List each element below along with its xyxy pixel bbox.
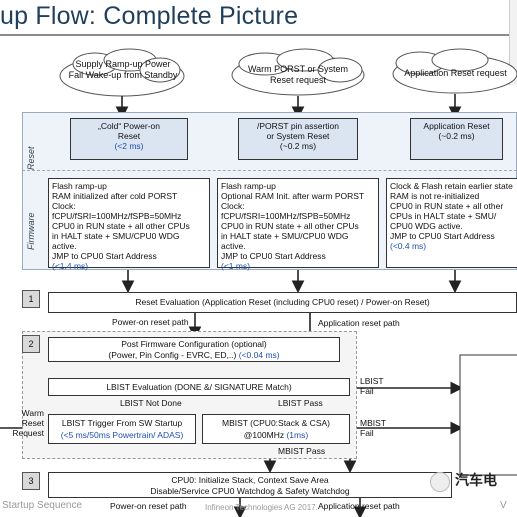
zone-divider bbox=[22, 170, 517, 171]
reset-box-cold: „Cold“ Power-on Reset (<2 ms) bbox=[70, 118, 188, 160]
lbist-trigger-time: (<5 ms/50ms Powertrain/ ADAS) bbox=[60, 430, 184, 440]
page-title: up Flow: Complete Picture bbox=[0, 2, 299, 30]
label-mbist-fail: MBIST Fail bbox=[360, 418, 386, 438]
firmware-box-cold-text: Flash ramp-up RAM initialized after cold… bbox=[52, 181, 190, 261]
footer-mid: Infineon Technologies AG 2017. bbox=[205, 503, 318, 512]
firmware-box-cold-time: (<1.4 ms) bbox=[52, 261, 89, 271]
reset-box-porst-time: (~0.2 ms) bbox=[279, 141, 317, 151]
firmware-box-application-time: (<0.4 ms) bbox=[390, 241, 427, 251]
firmware-box-application-text: Clock & Flash retain earlier state RAM i… bbox=[390, 181, 513, 241]
step-badge-1: 1 bbox=[22, 290, 40, 308]
reset-box-porst: /PORST pin assertion or System Reset (~0… bbox=[238, 118, 358, 160]
source-application-reset: Application Reset request bbox=[404, 68, 507, 78]
scroll-edge bbox=[509, 0, 517, 85]
reset-box-porst-title: /PORST pin assertion or System Reset bbox=[256, 121, 340, 141]
firmware-box-warm-text: Flash ramp-up Optional RAM Init. after w… bbox=[221, 181, 365, 261]
post-firmware-config-text: Post Firmware Configuration (optional) bbox=[121, 339, 267, 349]
zone-label-firmware: Firmware bbox=[26, 212, 36, 251]
post-firmware-config-sub: (Power, Pin Config - EVRC, ED,..) bbox=[108, 350, 237, 360]
zone-label-reset: Reset bbox=[26, 146, 36, 170]
lbist-evaluation-box: LBIST Evaluation (DONE &/ SIGNATURE Matc… bbox=[48, 378, 350, 396]
step-badge-2: 2 bbox=[22, 335, 40, 353]
wechat-icon bbox=[430, 472, 450, 492]
lbist-trigger-text: LBIST Trigger From SW Startup bbox=[61, 418, 183, 428]
post-firmware-config-box: Post Firmware Configuration (optional) (… bbox=[48, 337, 340, 362]
label-lbist-not-done: LBIST Not Done bbox=[120, 398, 182, 408]
mbist-time: (1ms) bbox=[286, 430, 309, 440]
reset-box-application-title: Application Reset bbox=[423, 121, 490, 131]
mbist-text: MBIST (CPU0:Stack & CSA) bbox=[221, 418, 330, 428]
reset-box-application-time: (~0.2 ms) bbox=[438, 131, 475, 141]
reset-box-application: Application Reset (~0.2 ms) bbox=[410, 118, 503, 160]
label-app-reset-path-2: Application reset path bbox=[318, 501, 400, 511]
label-mbist-pass: MBIST Pass bbox=[278, 446, 326, 456]
firmware-box-warm-time: (<1 ms) bbox=[221, 261, 251, 271]
label-power-on-path-2: Power-on reset path bbox=[110, 501, 187, 511]
reset-box-cold-time: (<2 ms) bbox=[114, 141, 144, 151]
label-power-on-path-1: Power-on reset path bbox=[112, 317, 189, 327]
reset-box-cold-title: „Cold“ Power-on Reset bbox=[98, 121, 160, 141]
firmware-box-application: Clock & Flash retain earlier state RAM i… bbox=[386, 178, 517, 268]
mbist-sub: @100MHz bbox=[243, 430, 285, 440]
label-warm-reset-request: Warm Reset Request bbox=[12, 408, 44, 438]
watermark-text: 汽车电 bbox=[455, 472, 497, 488]
step3-init-box: CPU0: Initialize Stack, Context Save Are… bbox=[48, 472, 452, 498]
post-firmware-config-time: (<0.04 ms) bbox=[238, 350, 280, 360]
firmware-box-warm: Flash ramp-up Optional RAM Init. after w… bbox=[217, 178, 379, 271]
source-supply-ramp-up: Supply Ramp-up Power Fail Wake-up from S… bbox=[68, 59, 178, 80]
label-app-reset-path-1: Application reset path bbox=[318, 318, 400, 328]
mbist-box: MBIST (CPU0:Stack & CSA) @100MHz (1ms) bbox=[202, 414, 350, 444]
label-lbist-pass: LBIST Pass bbox=[278, 398, 323, 408]
source-warm-porst: Warm PORST or System Reset request bbox=[247, 64, 348, 85]
label-lbist-fail: LBIST Fail bbox=[360, 376, 384, 396]
title-rule bbox=[0, 34, 517, 36]
lbist-trigger-box: LBIST Trigger From SW Startup (<5 ms/50m… bbox=[48, 414, 196, 444]
step-badge-3: 3 bbox=[22, 472, 40, 490]
reset-evaluation-box: Reset Evaluation (Application Reset (inc… bbox=[48, 292, 517, 313]
footer-right: V bbox=[500, 500, 507, 511]
footer-left: Startup Sequence bbox=[2, 500, 83, 511]
cloud-shapes bbox=[59, 48, 517, 97]
firmware-box-cold: Flash ramp-up RAM initialized after cold… bbox=[48, 178, 210, 271]
